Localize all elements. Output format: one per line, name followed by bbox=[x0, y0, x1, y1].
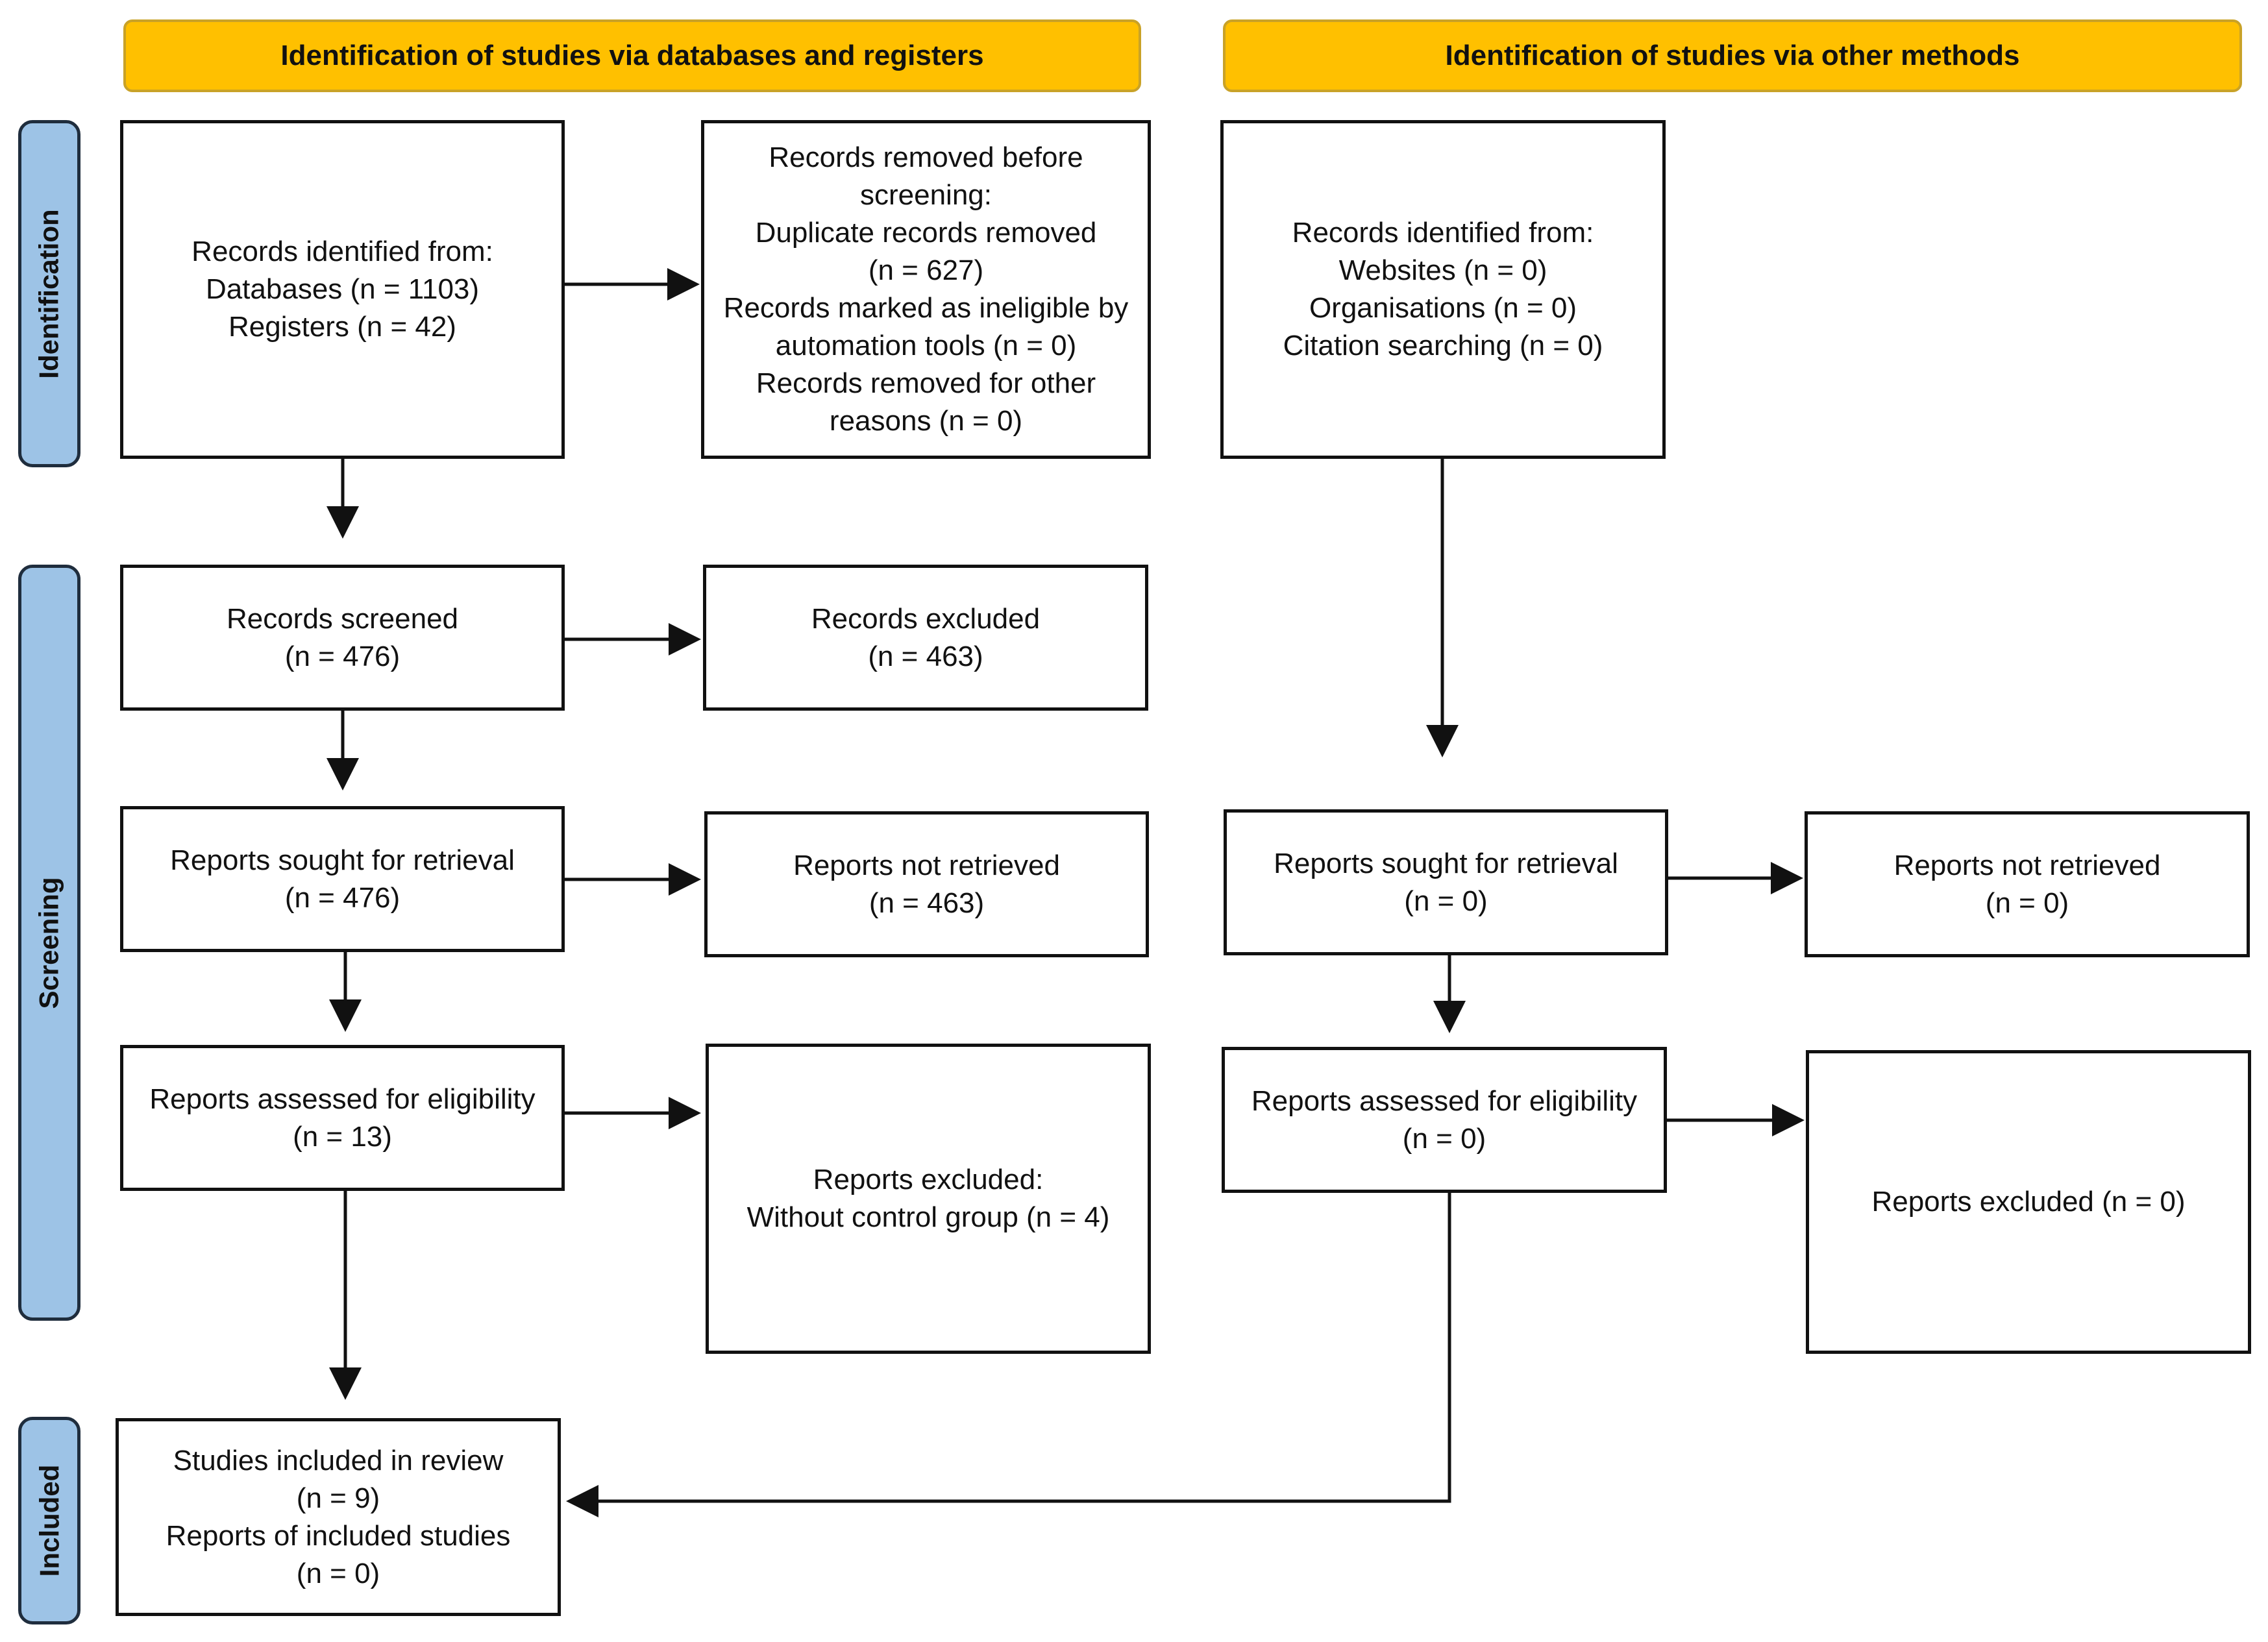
box-line: Databases (n = 1103) bbox=[205, 273, 480, 305]
box-line: Records identified from: bbox=[191, 236, 493, 267]
box-line: (n = 476) bbox=[284, 881, 401, 914]
box-line: reasons (n = 0) bbox=[829, 405, 1023, 437]
header-databases-label: Identification of studies via databases … bbox=[280, 40, 984, 71]
box-reports-not-retrieved-databases: Reports not retrieved (n = 463) bbox=[704, 811, 1149, 957]
phase-included: Included bbox=[18, 1417, 80, 1624]
box-line: Organisations (n = 0) bbox=[1309, 292, 1577, 324]
box-line: Studies included in review bbox=[173, 1444, 504, 1477]
box-line: (n = 0) bbox=[1985, 887, 2069, 919]
box-reports-excluded-other: Reports excluded (n = 0) bbox=[1806, 1050, 2251, 1354]
phase-identification: Identification bbox=[18, 120, 80, 467]
box-line: automation tools (n = 0) bbox=[775, 330, 1077, 361]
box-records-identified-other: Records identified from: Websites (n = 0… bbox=[1220, 120, 1666, 459]
box-line: Records screened bbox=[226, 602, 459, 635]
box-reports-sought-databases: Reports sought for retrieval (n = 476) bbox=[120, 806, 565, 952]
box-line: (n = 463) bbox=[869, 887, 985, 919]
box-line: screening: bbox=[859, 179, 992, 211]
box-line: Records removed before bbox=[769, 141, 1083, 173]
box-line: (n = 463) bbox=[868, 640, 983, 672]
header-other-methods: Identification of studies via other meth… bbox=[1223, 19, 2242, 92]
box-line: Reports of included studies bbox=[166, 1519, 511, 1552]
box-reports-not-retrieved-other: Reports not retrieved (n = 0) bbox=[1805, 811, 2250, 957]
box-line: Reports assessed for eligibility bbox=[149, 1083, 536, 1115]
box-line: (n = 476) bbox=[284, 640, 401, 672]
box-line: Reports excluded: bbox=[813, 1164, 1044, 1195]
box-line: Reports assessed for eligibility bbox=[1251, 1084, 1638, 1117]
box-line: Websites (n = 0) bbox=[1338, 254, 1547, 286]
box-line: (n = 9) bbox=[296, 1482, 380, 1514]
box-reports-assessed-databases: Reports assessed for eligibility (n = 13… bbox=[120, 1045, 565, 1191]
box-records-excluded: Records excluded (n = 463) bbox=[703, 565, 1148, 711]
phase-screening: Screening bbox=[18, 565, 80, 1321]
box-line: Reports excluded (n = 0) bbox=[1871, 1186, 2186, 1218]
box-line: Registers (n = 42) bbox=[228, 311, 456, 343]
box-studies-included: Studies included in review (n = 9) Repor… bbox=[116, 1418, 561, 1616]
box-records-screened: Records screened (n = 476) bbox=[120, 565, 565, 711]
box-line: Citation searching (n = 0) bbox=[1283, 330, 1603, 361]
box-line: Without control group (n = 4) bbox=[746, 1201, 1110, 1233]
arrow-other-assessed-to-included bbox=[566, 1193, 1451, 1517]
box-line: Records removed for other bbox=[756, 367, 1096, 399]
box-records-identified-databases: Records identified from: Databases (n = … bbox=[120, 120, 565, 459]
box-line: Records identified from: bbox=[1292, 217, 1594, 249]
box-line: (n = 0) bbox=[1404, 885, 1488, 917]
box-reports-excluded-databases: Reports excluded: Without control group … bbox=[706, 1044, 1151, 1354]
box-line: Records marked as ineligible by bbox=[723, 292, 1129, 324]
box-reports-sought-other: Reports sought for retrieval (n = 0) bbox=[1224, 809, 1668, 955]
box-line: Reports not retrieved bbox=[793, 849, 1060, 881]
box-line: Duplicate records removed bbox=[755, 217, 1097, 249]
header-other-label: Identification of studies via other meth… bbox=[1445, 40, 2020, 71]
box-line: Reports sought for retrieval bbox=[1274, 847, 1618, 879]
box-line: (n = 0) bbox=[1402, 1122, 1486, 1155]
box-line: (n = 13) bbox=[293, 1120, 392, 1153]
header-databases-registers: Identification of studies via databases … bbox=[123, 19, 1141, 92]
box-records-removed-before-screening: Records removed before screening: Duplic… bbox=[701, 120, 1151, 459]
box-line: (n = 627) bbox=[868, 254, 984, 286]
box-line: Records excluded bbox=[811, 602, 1041, 635]
box-line: (n = 0) bbox=[296, 1557, 380, 1589]
box-line: Reports sought for retrieval bbox=[170, 844, 515, 876]
box-reports-assessed-other: Reports assessed for eligibility (n = 0) bbox=[1222, 1047, 1667, 1193]
box-line: Reports not retrieved bbox=[1893, 849, 2161, 881]
